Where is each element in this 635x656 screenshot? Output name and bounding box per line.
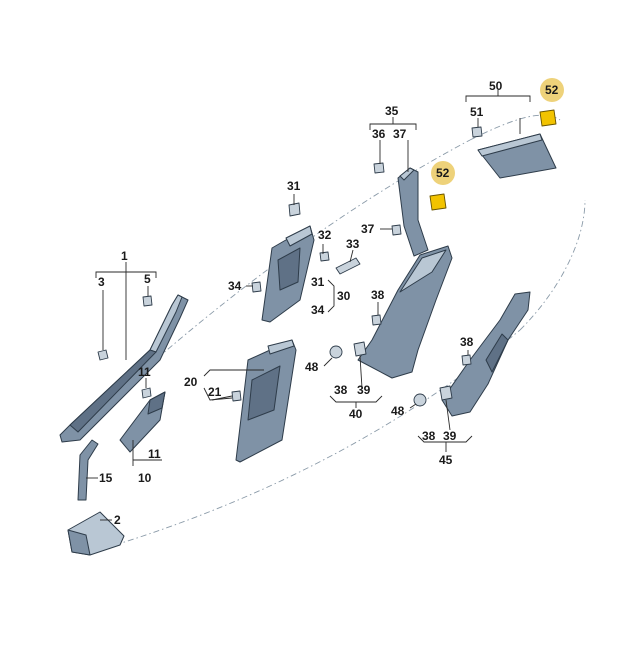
part-bracket-15 [77, 439, 99, 501]
label-part-11-a: 11 [138, 365, 151, 379]
part-trim-10 [119, 391, 166, 453]
part-upper-b-pillar-30 [261, 225, 315, 323]
label-part-51: 51 [470, 105, 484, 119]
clip-part-52-a [539, 109, 557, 127]
clip-part-39-b [439, 385, 453, 401]
label-part-38-b: 38 [334, 383, 348, 397]
clip-part-38 [371, 314, 382, 326]
clip-part-37 [391, 224, 402, 236]
clip-part-51 [471, 126, 483, 138]
clip-part-5 [142, 295, 153, 307]
label-part-2: 2 [114, 513, 121, 527]
part-number-labels: 1 3 5 15 2 11 11 10 20 21 31 34 31 30 34… [98, 79, 559, 527]
label-part-52-a: 52 [545, 83, 559, 97]
label-part-50: 50 [489, 79, 503, 93]
label-part-38-c: 38 [460, 335, 474, 349]
label-part-1: 1 [121, 249, 128, 263]
label-part-31-a: 31 [287, 179, 301, 193]
label-part-48-a: 48 [305, 360, 319, 374]
highlight-52-b [431, 161, 455, 185]
clip-part-34 [251, 281, 262, 293]
label-part-40: 40 [349, 407, 363, 421]
part-rear-trim-45 [441, 291, 531, 417]
clip-part-39 [353, 341, 367, 357]
label-part-38-a: 38 [371, 288, 385, 302]
label-part-30: 30 [337, 289, 351, 303]
label-part-5: 5 [144, 272, 151, 286]
label-part-34-a: 34 [228, 279, 242, 293]
label-part-10: 10 [138, 471, 152, 485]
label-part-48-b: 48 [391, 404, 405, 418]
clip-part-11 [141, 387, 152, 399]
leader-lines [86, 90, 531, 521]
label-part-20: 20 [184, 375, 198, 389]
clip-part-31 [288, 202, 301, 217]
part-handle-33 [335, 257, 361, 275]
clip-part-48 [329, 345, 343, 359]
label-part-15: 15 [99, 471, 113, 485]
part-d-pillar-40 [357, 245, 453, 379]
clip-part-32 [319, 251, 330, 262]
clip-part-48-b [413, 393, 427, 407]
label-part-21: 21 [208, 385, 222, 399]
label-part-52-b: 52 [436, 166, 450, 180]
label-part-32: 32 [318, 228, 332, 242]
part-lower-b-pillar-20 [235, 339, 297, 463]
part-a-pillar-trim [59, 294, 189, 443]
label-part-34-b: 34 [311, 303, 325, 317]
label-part-38-d: 38 [422, 429, 436, 443]
part-rear-cover-50 [477, 133, 557, 179]
label-part-36: 36 [372, 127, 386, 141]
clip-part-3 [97, 349, 109, 361]
label-part-11-b: 11 [148, 447, 161, 461]
label-part-37-b: 37 [361, 222, 375, 236]
label-part-39-b: 39 [443, 429, 457, 443]
clip-part-21 [231, 390, 242, 402]
label-part-3: 3 [98, 275, 105, 289]
part-sill-trim-2 [67, 511, 125, 556]
clip-part-52-b [429, 193, 447, 211]
part-c-pillar-35 [397, 167, 429, 257]
label-part-45: 45 [439, 453, 453, 467]
highlight-52-a [540, 78, 564, 102]
clip-part-36 [373, 162, 385, 174]
label-part-33: 33 [346, 237, 360, 251]
label-part-31-b: 31 [311, 275, 325, 289]
label-part-39-a: 39 [357, 383, 371, 397]
label-part-37-a: 37 [393, 127, 407, 141]
clip-part-38-b [461, 354, 472, 366]
label-part-35: 35 [385, 104, 399, 118]
